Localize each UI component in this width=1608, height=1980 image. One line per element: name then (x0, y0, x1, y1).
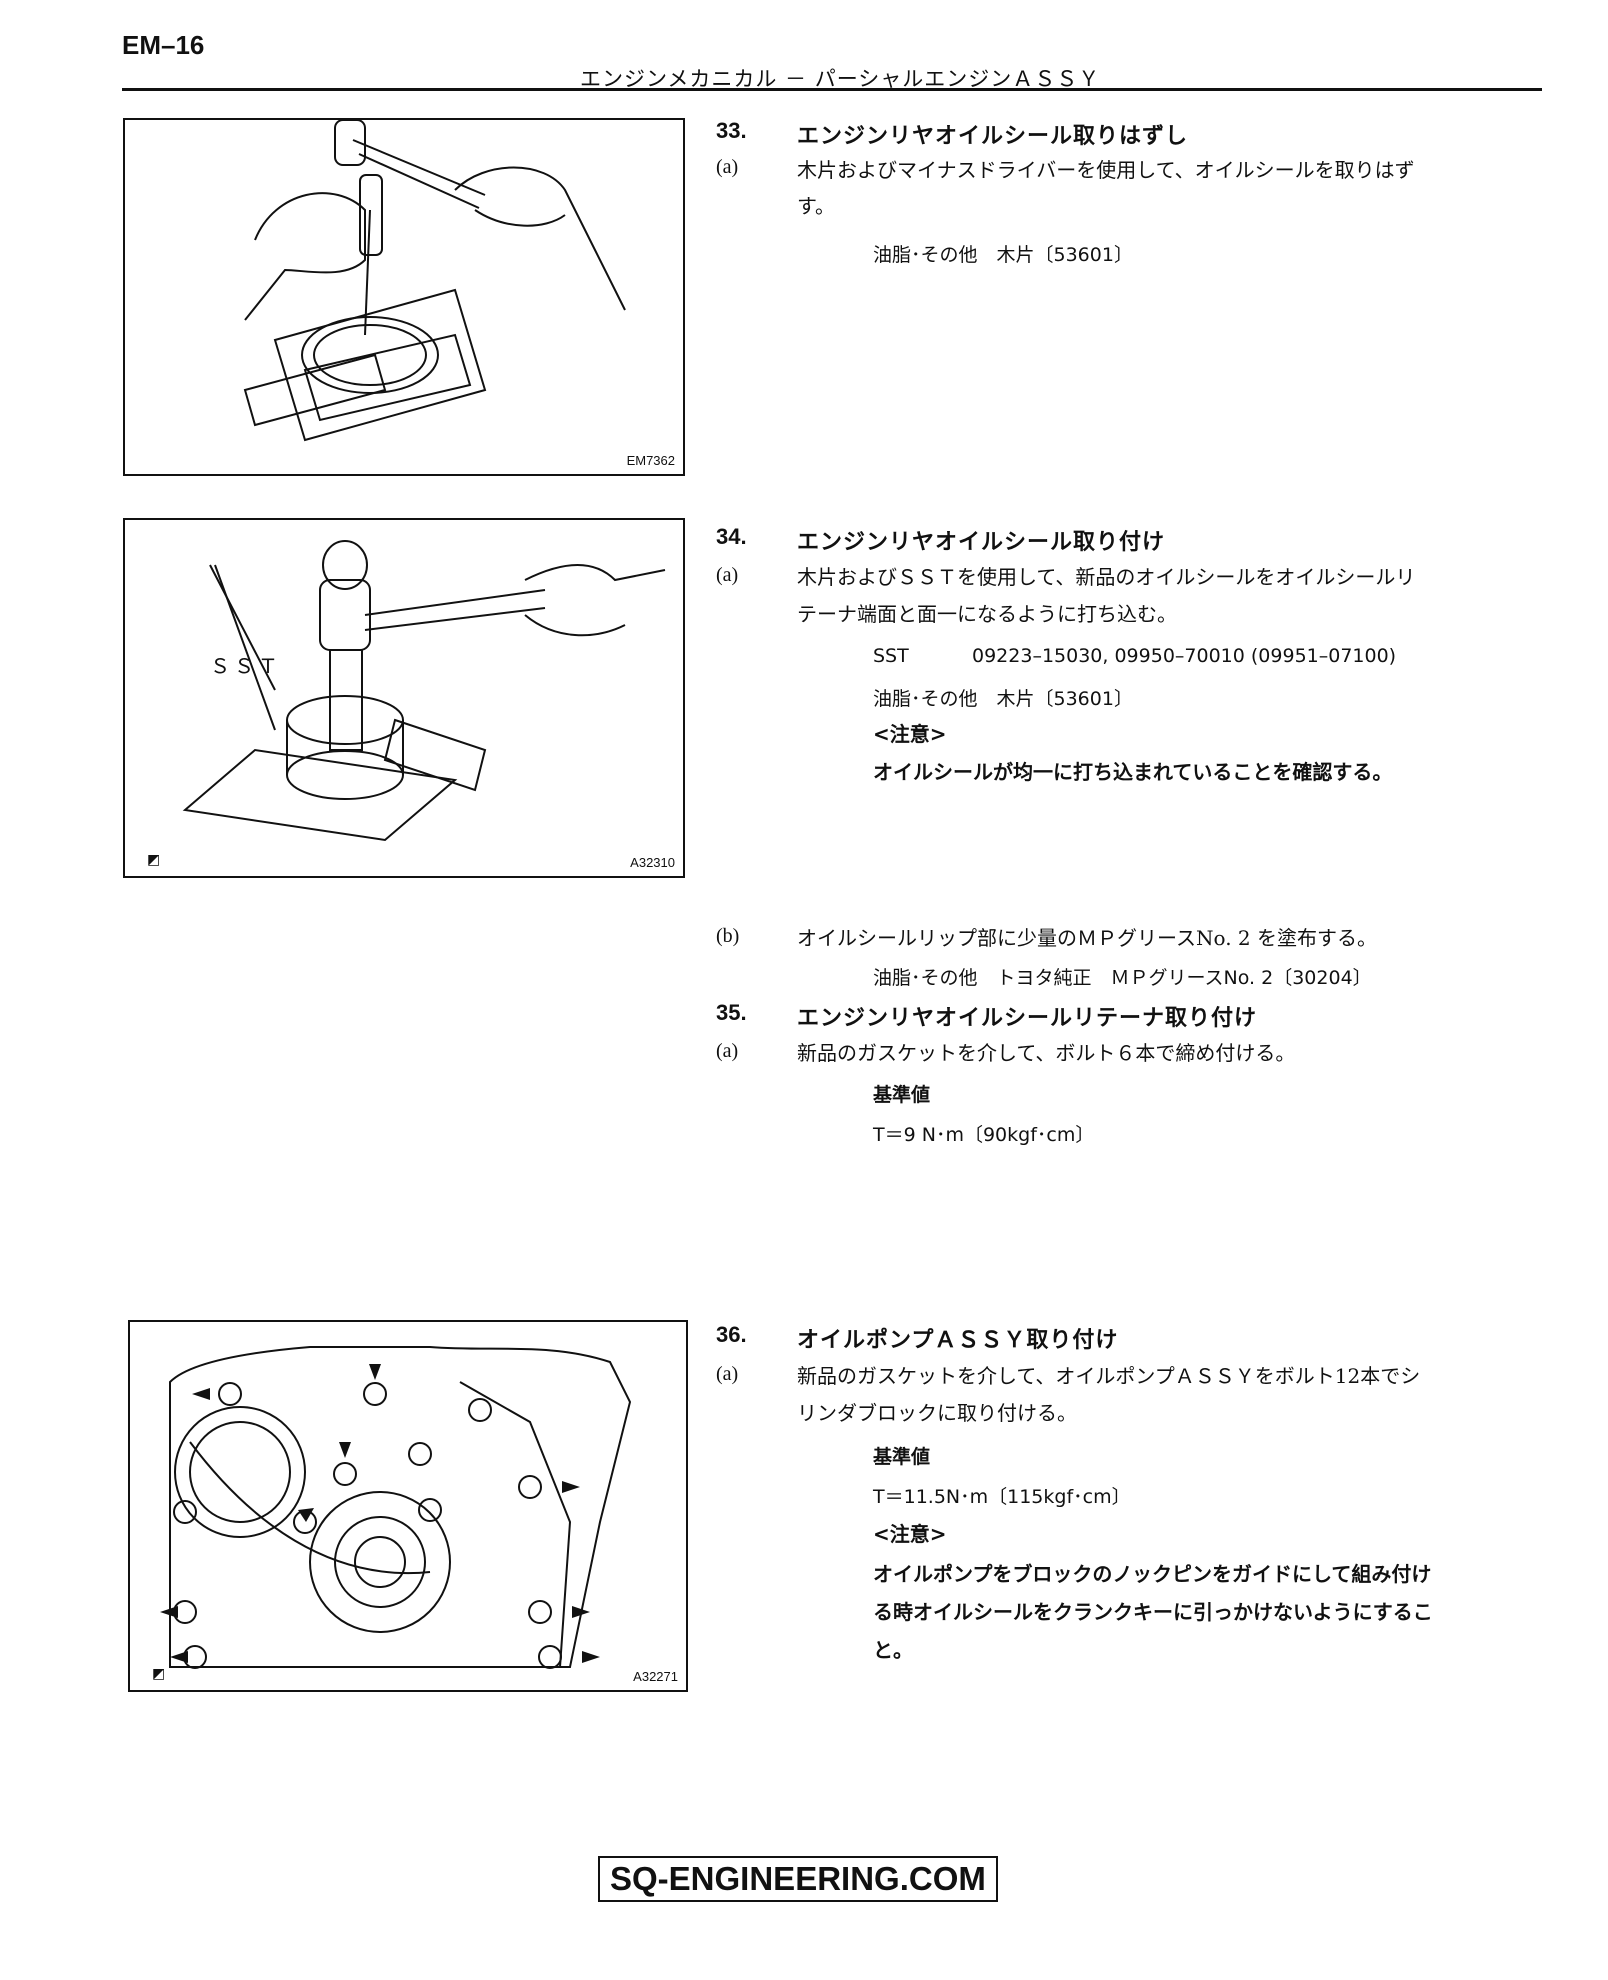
step-33-a-spec: 油脂･その他 木片〔53601〕 (873, 244, 1133, 266)
step-36-a-label: (a) (716, 1363, 739, 1385)
step-33-number: 33. (716, 118, 747, 143)
illustration-hammer-screwdriver (243, 120, 626, 442)
step-35-title: エンジンリヤオイルシールリテーナ取り付け (797, 1006, 1258, 1031)
section-title: エンジンメカニカル － パーシャルエンジンＡＳＳＹ (580, 67, 1101, 91)
step-35-number: 35. (716, 1000, 747, 1025)
step-35-a-std-label: 基準値 (873, 1084, 931, 1106)
step-34-b-label: (b) (716, 925, 740, 947)
step-36-title: オイルポンプＡＳＳＹ取り付け (797, 1328, 1119, 1353)
step-36-a-caution-label: <注意> (873, 1522, 947, 1546)
figure-code: A32310 (630, 855, 675, 870)
step-34-a-spec: 油脂･その他 木片〔53601〕 (873, 688, 1133, 710)
step-34-a-label: (a) (716, 564, 739, 586)
step-34-a-caution-label: <注意> (873, 722, 947, 746)
figure-code: A32271 (633, 1669, 678, 1684)
illustration-oil-pump-bolts (160, 1346, 632, 1669)
step-34-a-sst-value: 09223–15030, 09950–70010 (09951–07100) (972, 645, 1397, 667)
page-mark-icon: ◩ (152, 1666, 166, 1682)
step-34-b-spec: 油脂･その他 トヨタ純正 ＭＰグリースNo. 2〔30204〕 (873, 967, 1372, 989)
step-35-a-text: 新品のガスケットを介して、ボルト６本で締め付ける。 (797, 1041, 1296, 1065)
step-34-a-line1: 木片およびＳＳＴを使用して、新品のオイルシールをオイルシールリ (797, 565, 1416, 589)
step-34-a-sst-label: SST (873, 645, 909, 667)
figure-code: EM7362 (626, 453, 675, 468)
step-36-a-caution-line1: オイルポンプをブロックのノックピンをガイドにして組み付け (873, 1562, 1432, 1586)
step-35-a-std-value: T＝9 N･m〔90kgf･cm〕 (873, 1124, 1095, 1146)
page-code: EM–16 (122, 30, 205, 60)
step-33-title: エンジンリヤオイルシール取りはずし (797, 124, 1189, 149)
header-rule (122, 88, 1542, 91)
step-34-a-line2: テーナ端面と面一になるように打ち込む。 (797, 602, 1177, 626)
step-33-a-line2: す。 (797, 194, 835, 218)
step-36-a-std-value: T＝11.5N･m〔115kgf･cm〕 (873, 1486, 1131, 1508)
sst-callout-label: ＳＳＴ (210, 656, 282, 678)
step-34-title: エンジンリヤオイルシール取り付け (797, 530, 1166, 555)
figure-oil-seal-install: ＳＳＴ ◩ A32310 (123, 518, 685, 878)
step-34-b-text: オイルシールリップ部に少量のＭＰグリースNo. 2 を塗布する。 (797, 926, 1377, 950)
step-36-a-caution-line2: る時オイルシールをクランクキーに引っかけないようにするこ (873, 1600, 1433, 1624)
step-35-a-label: (a) (716, 1040, 739, 1062)
figure-oil-seal-removal: EM7362 (123, 118, 685, 476)
illustration-hammer-sst (182, 540, 666, 842)
step-34-a-caution-text: オイルシールが均一に打ち込まれていることを確認する。 (873, 760, 1393, 784)
step-36-a-line1: 新品のガスケットを介して、オイルポンプＡＳＳＹをボルト12本でシ (797, 1364, 1421, 1388)
step-36-a-line2: リンダブロックに取り付ける。 (797, 1401, 1077, 1425)
step-33-a-label: (a) (716, 156, 739, 178)
step-36-a-std-label: 基準値 (873, 1446, 931, 1468)
step-34-number: 34. (716, 524, 747, 549)
step-36-a-caution-line3: と。 (873, 1638, 913, 1662)
page-mark-icon: ◩ (147, 852, 161, 868)
footer-site-link[interactable]: SQ-ENGINEERING.COM (598, 1856, 998, 1902)
figure-oil-pump-install: ◩ A32271 (128, 1320, 688, 1692)
step-33-a-line1: 木片およびマイナスドライバーを使用して、オイルシールを取りはず (797, 158, 1415, 182)
step-36-number: 36. (716, 1322, 747, 1347)
